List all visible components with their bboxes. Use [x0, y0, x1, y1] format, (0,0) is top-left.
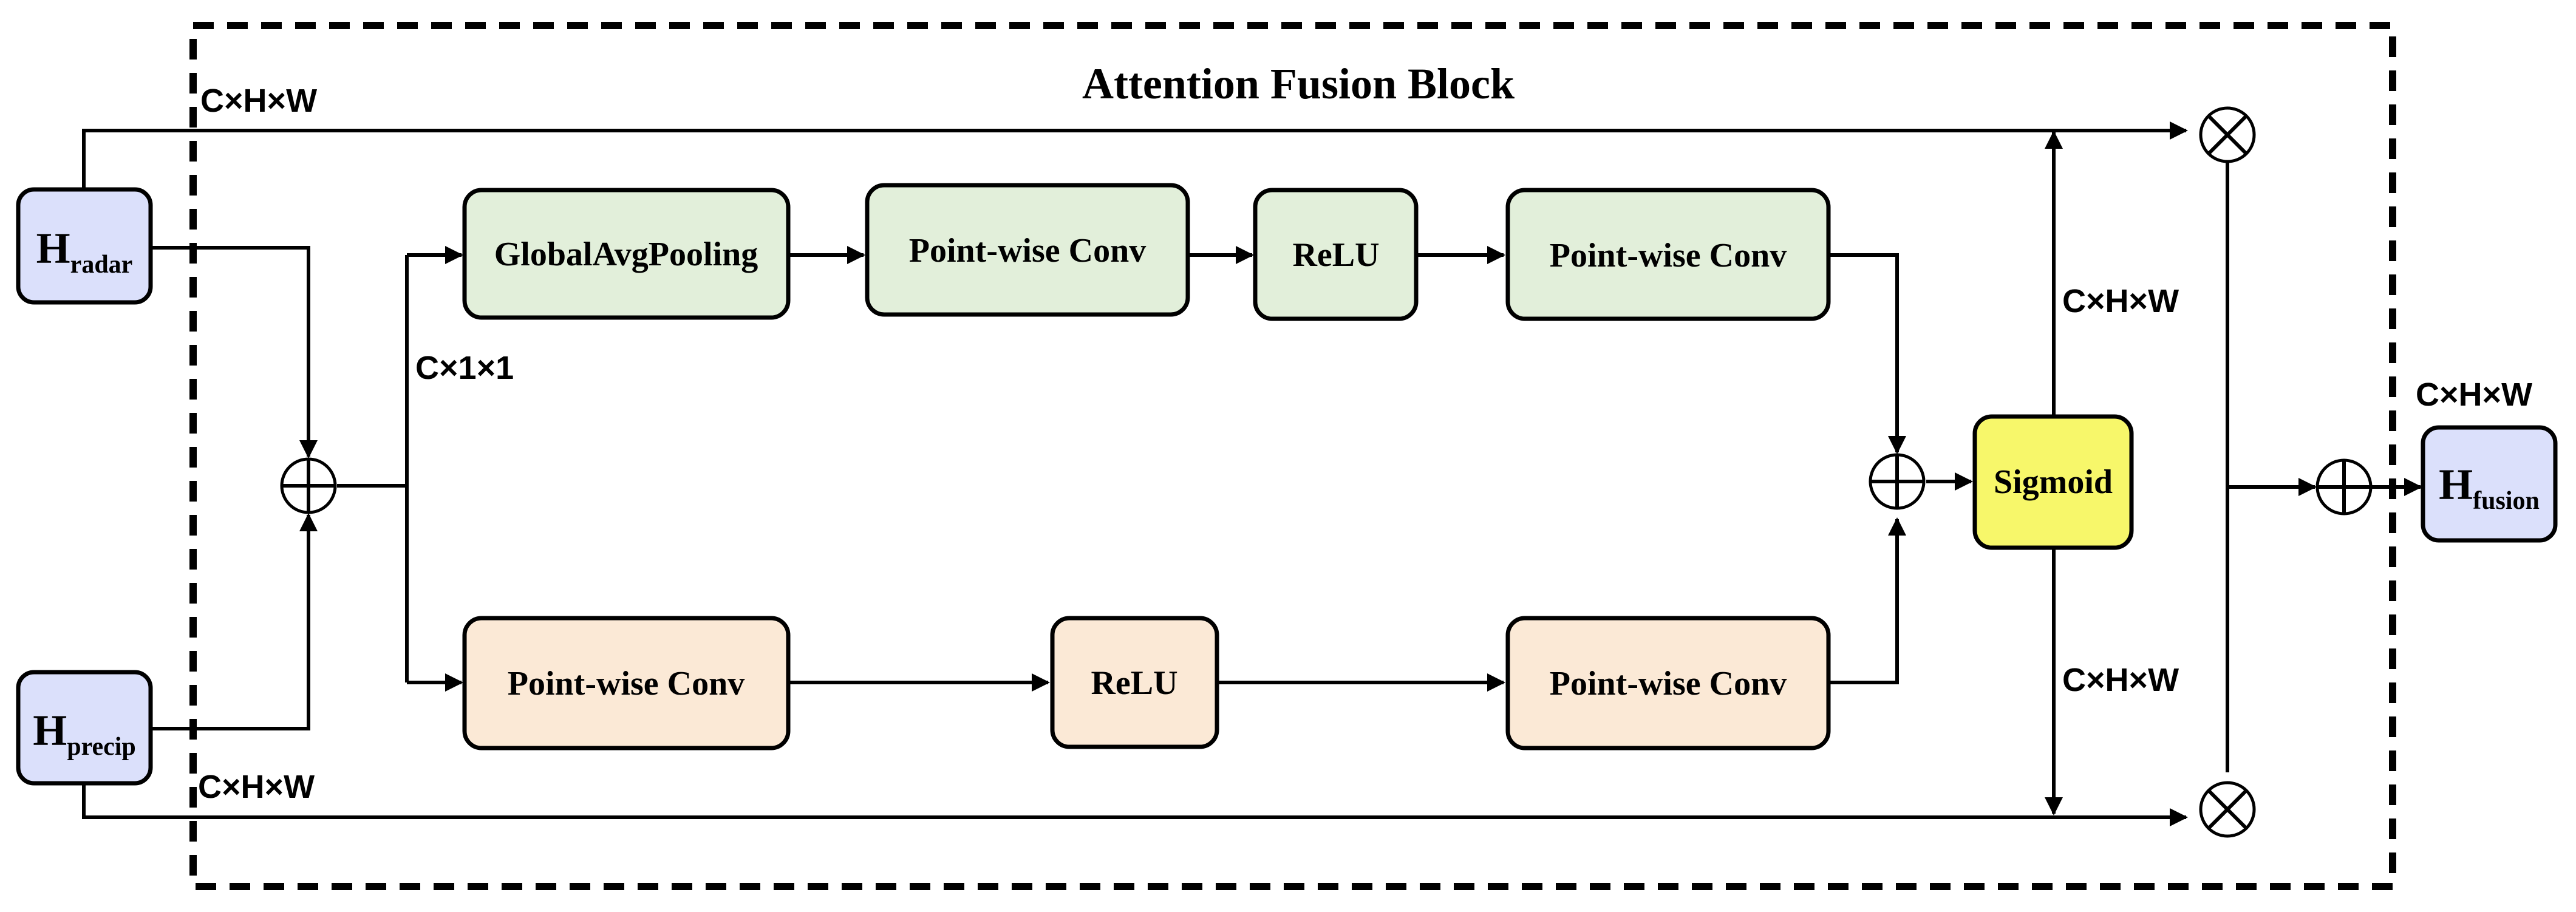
svg-text:Point-wise Conv: Point-wise Conv	[1550, 237, 1787, 274]
svg-text:Hprecip: Hprecip	[33, 706, 136, 761]
block-title: Attention Fusion Block	[1082, 60, 1515, 108]
output-main: H	[2439, 460, 2473, 509]
svg-text:Point-wise Conv: Point-wise Conv	[1550, 665, 1787, 703]
upper-node-relu: ReLU	[1253, 188, 1419, 321]
upper-node-pointwise-conv-2: Point-wise Conv	[1505, 188, 1831, 321]
svg-text:ReLU: ReLU	[1091, 664, 1177, 702]
svg-text:GlobalAvgPooling: GlobalAvgPooling	[494, 236, 758, 273]
svg-text:Hradar: Hradar	[36, 224, 133, 279]
svg-text:ReLU: ReLU	[1292, 236, 1379, 274]
multiply-operator-top-icon	[2199, 106, 2256, 163]
upper-node-globalavgpooling: GlobalAvgPooling	[462, 188, 791, 320]
svg-text:Point-wise Conv: Point-wise Conv	[508, 665, 745, 703]
input-precip-node: Hprecip	[16, 670, 153, 786]
add-operator-input-icon	[280, 457, 337, 514]
output-sub: fusion	[2473, 487, 2540, 515]
dim-label-sigmoid-down: C×H×W	[2062, 662, 2179, 698]
input-radar-node: Hradar	[16, 187, 153, 305]
sigmoid-node: Sigmoid	[1972, 414, 2134, 550]
dim-label-radar-path: C×H×W	[200, 83, 317, 119]
svg-text:Point-wise Conv: Point-wise Conv	[909, 232, 1146, 270]
add-operator-output-icon	[2315, 458, 2373, 516]
connectors	[82, 121, 2422, 826]
input-precip-sub: precip	[67, 733, 136, 761]
add-operator-branches-icon	[1869, 453, 1926, 510]
dim-label-output: C×H×W	[2416, 376, 2532, 413]
multiply-operator-bottom-icon	[2199, 781, 2256, 838]
attention-fusion-block-border	[189, 22, 2396, 890]
input-radar-main: H	[36, 224, 70, 273]
output-fusion-node: Hfusion	[2421, 425, 2558, 543]
lower-node-pointwise-conv-2: Point-wise Conv	[1505, 616, 1831, 750]
dim-label-pooled: C×1×1	[415, 350, 514, 386]
svg-text:Hfusion: Hfusion	[2439, 460, 2540, 515]
svg-text:Sigmoid: Sigmoid	[1994, 463, 2113, 501]
dim-label-precip-path: C×H×W	[198, 769, 315, 805]
lower-node-relu: ReLU	[1050, 616, 1219, 749]
input-radar-sub: radar	[70, 251, 133, 279]
input-precip-main: H	[33, 706, 67, 755]
upper-node-pointwise-conv-1: Point-wise Conv	[865, 183, 1190, 317]
lower-node-pointwise-conv-1: Point-wise Conv	[462, 616, 791, 750]
dim-label-sigmoid-up: C×H×W	[2062, 283, 2179, 319]
